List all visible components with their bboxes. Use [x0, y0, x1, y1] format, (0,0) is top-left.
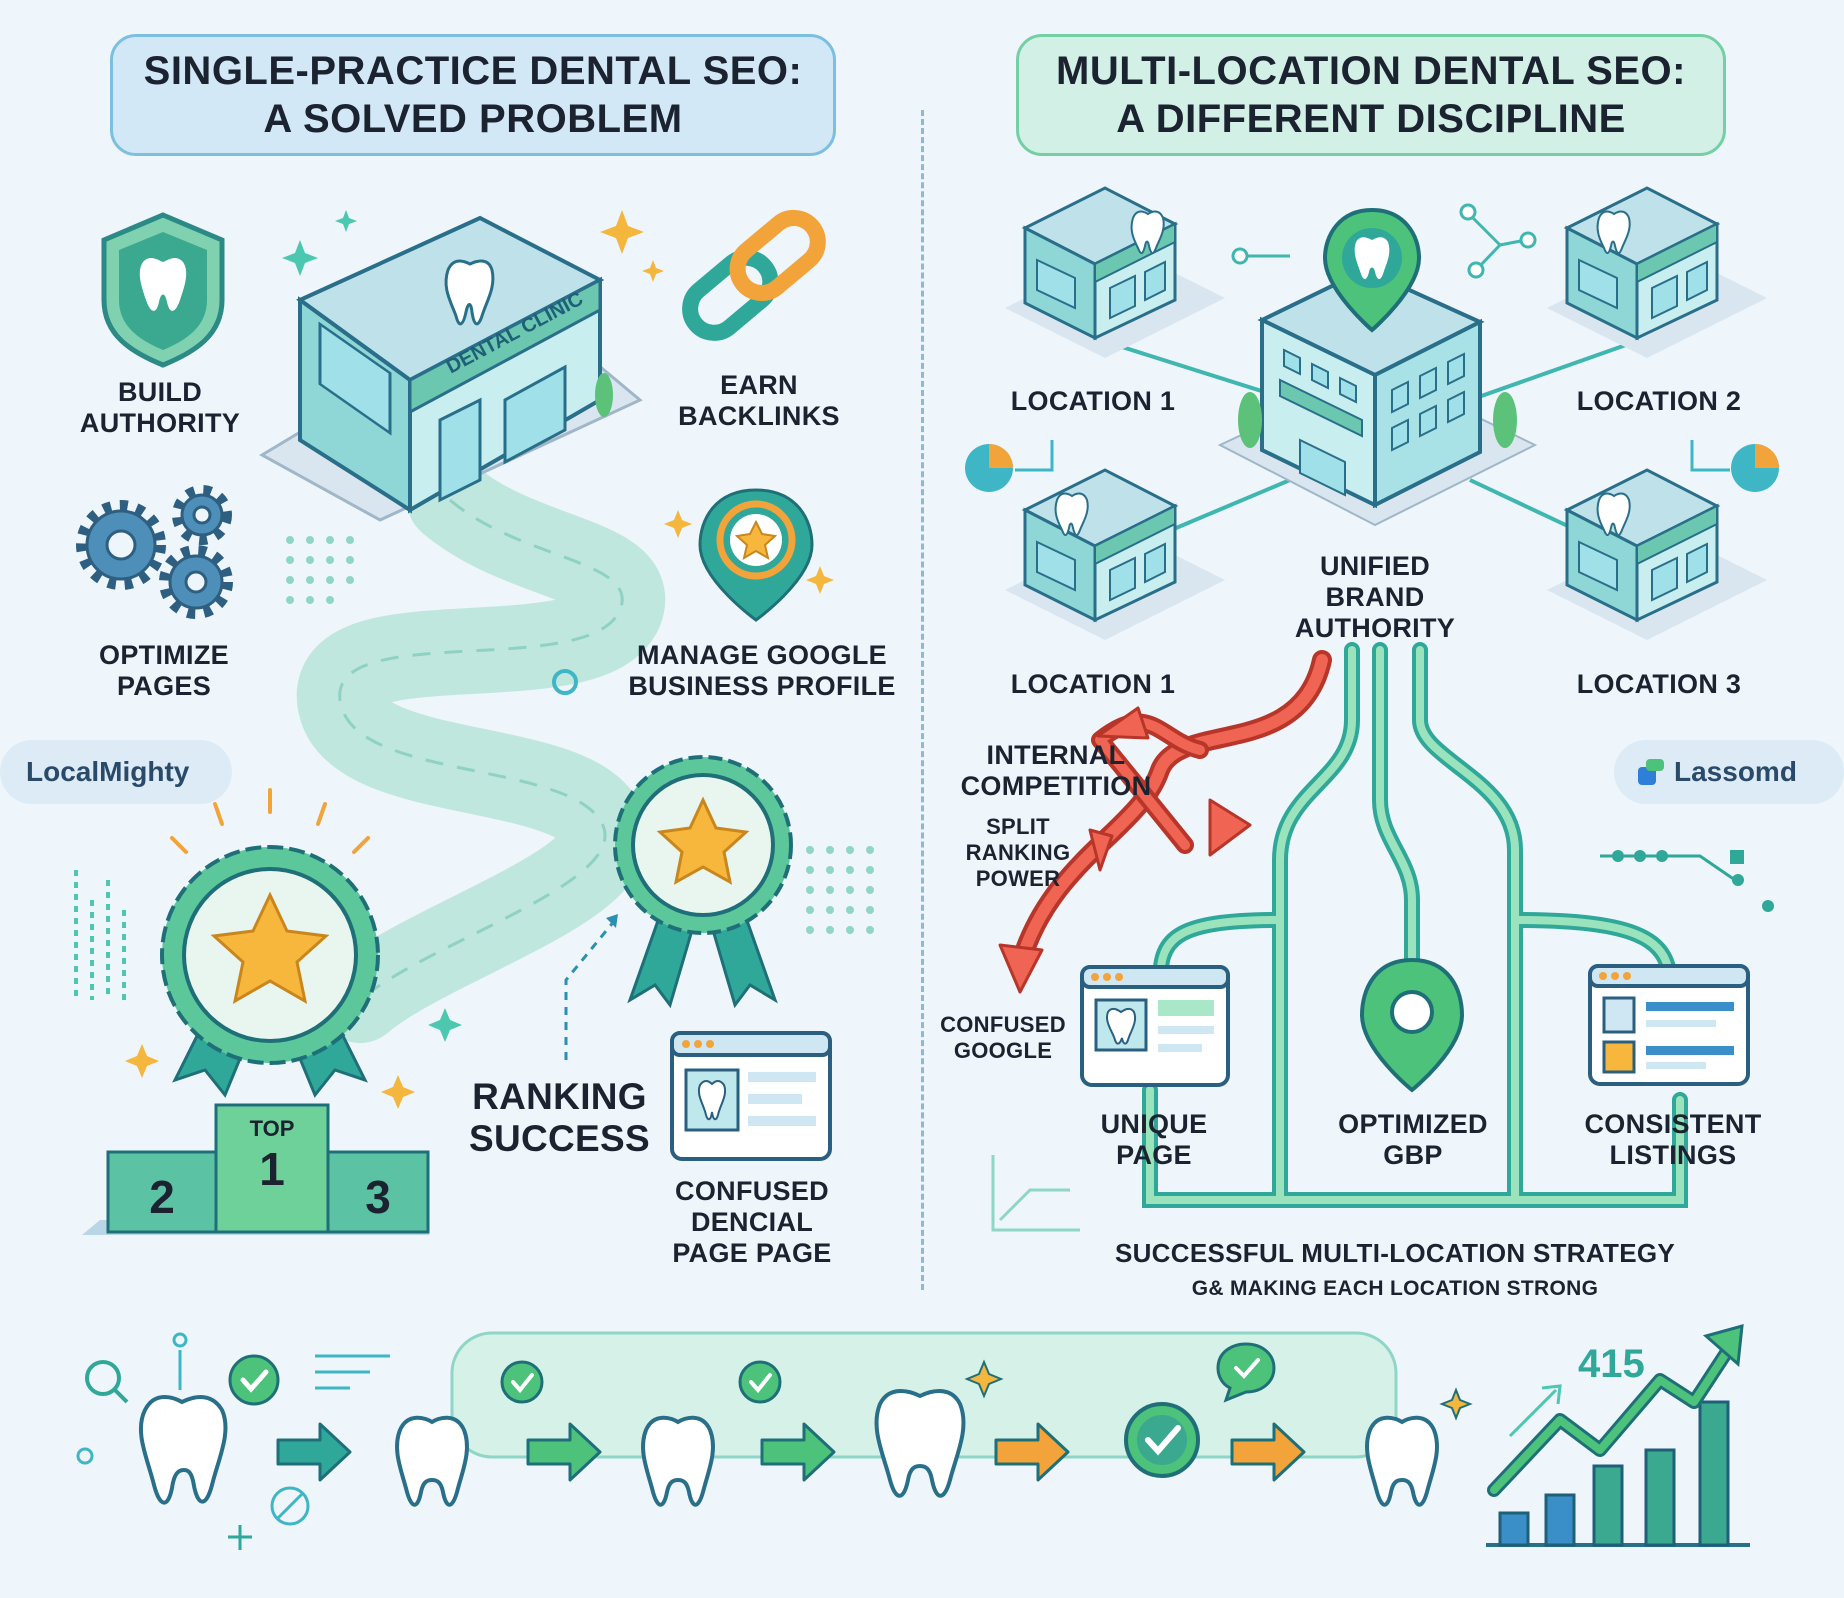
location-tl-label: LOCATION 1	[1010, 386, 1176, 416]
webpage-icon-unique	[1080, 965, 1230, 1087]
tooth-icon-2	[395, 1415, 469, 1507]
tooth-icon-1	[138, 1395, 228, 1505]
podium-first: 1	[259, 1143, 285, 1195]
brand-lassomd: Lassomd	[1614, 740, 1844, 804]
earn-backlinks-label: EARN BACKLINKS	[678, 370, 840, 431]
strategy-line1: SUCCESSFUL MULTI-LOCATION STRATEGY	[1114, 1238, 1676, 1268]
arrow-icon-4	[994, 1422, 1070, 1482]
map-pin-gbp-icon	[1359, 957, 1465, 1093]
search-icon	[85, 1360, 129, 1404]
tooth-icon-3	[641, 1415, 715, 1507]
small-chart-outline	[991, 1155, 1080, 1232]
center-divider	[921, 110, 924, 1290]
connector-dots-top	[1231, 203, 1537, 279]
pie-chart-icon-right	[1690, 440, 1779, 492]
gears-icon	[85, 493, 224, 610]
sparkle-icon-bottom-2	[1439, 1387, 1473, 1421]
tooth-sequence	[138, 1389, 1439, 1507]
arrow-icon-5	[1230, 1422, 1306, 1482]
optimized-gbp-label: OPTIMIZED GBP	[1338, 1109, 1488, 1170]
location-bl-label: LOCATION 1	[1010, 669, 1176, 699]
brand-localmighty: LocalMighty	[0, 740, 232, 804]
podium-top-label: TOP	[249, 1116, 295, 1141]
location-building-bl	[1005, 468, 1225, 640]
strategy-line2: G& MAKING EACH LOCATION STRONG	[1191, 1277, 1599, 1300]
right-title-line1: MULTI-LOCATION DENTAL SEO:	[1056, 49, 1686, 93]
flow-arrows	[276, 1422, 1306, 1482]
tooth-icon-4	[874, 1389, 966, 1498]
left-title-line1: SINGLE-PRACTICE DENTAL SEO:	[143, 49, 803, 93]
dental-clinic-building	[258, 215, 643, 522]
location-br-label: LOCATION 3	[1576, 669, 1742, 699]
check-icons	[228, 1342, 1276, 1478]
split-ranking-label: SPLIT RANKING POWER	[965, 814, 1071, 891]
left-title-box: SINGLE-PRACTICE DENTAL SEO: A SOLVED PRO…	[110, 34, 836, 156]
right-title-line2: A DIFFERENT DISCIPLINE	[1116, 97, 1626, 141]
right-title-box: MULTI-LOCATION DENTAL SEO: A DIFFERENT D…	[1016, 34, 1726, 156]
brand-localmighty-text: LocalMighty	[26, 756, 190, 787]
sparkle-icon-bottom-1	[964, 1359, 1004, 1399]
sparkle-icons	[125, 210, 834, 1109]
build-authority-label: BUILD AUTHORITY	[79, 377, 241, 438]
arrow-icon-3	[760, 1422, 836, 1482]
ring-icon	[552, 669, 578, 695]
lassomd-logo-icon	[1638, 759, 1664, 785]
listings-icon	[1588, 964, 1750, 1086]
growth-chart-icon	[1486, 1323, 1750, 1547]
connector-dots-right	[1600, 850, 1774, 912]
blocked-icon	[270, 1486, 310, 1526]
growth-number: 415	[1578, 1342, 1645, 1386]
chain-link-icon	[682, 209, 826, 341]
manage-gbp-label: MANAGE GOOGLE BUSINESS PROFILE	[628, 640, 896, 701]
map-pin-star-icon	[698, 488, 814, 622]
dot-grid	[286, 536, 874, 934]
tooth-icon-5	[1365, 1415, 1439, 1507]
internal-competition-label: INTERNAL COMPETITION	[960, 740, 1152, 801]
consistent-listings-label: CONSISTENT LISTINGS	[1584, 1109, 1762, 1170]
location-building-br	[1547, 468, 1767, 640]
arrow-icon-1	[276, 1422, 352, 1482]
bar-lines-left	[74, 870, 126, 1000]
shield-icon	[101, 212, 225, 368]
arrow-icon-2	[526, 1422, 602, 1482]
ranking-success-label: RANKING SUCCESS	[469, 1076, 650, 1159]
podium-second: 2	[149, 1171, 175, 1223]
pie-chart-icon-left	[965, 440, 1054, 492]
central-hq-building	[1217, 207, 1538, 527]
confused-page-label: CONFUSED DENCIAL PAGE PAGE	[672, 1176, 832, 1268]
unique-page-label: UNIQUE PAGE	[1100, 1109, 1208, 1170]
webpage-icon-left	[670, 1031, 832, 1161]
podium-third: 3	[365, 1171, 391, 1223]
brand-lassomd-text: Lassomd	[1674, 756, 1797, 787]
ranking-badge-small	[613, 755, 793, 1009]
location-building-tl	[1005, 186, 1225, 358]
red-arrowheads	[998, 706, 1252, 994]
unified-brand-authority-label: UNIFIED BRAND AUTHORITY	[1294, 551, 1456, 643]
podium	[82, 1103, 430, 1235]
optimize-pages-label: OPTIMIZE PAGES	[99, 640, 229, 701]
ranking-badge-large	[160, 788, 380, 1098]
location-building-tr	[1547, 186, 1767, 358]
location-tr-label: LOCATION 2	[1576, 386, 1742, 416]
left-title-line2: A SOLVED PROBLEM	[263, 97, 683, 141]
confused-google-label: CONFUSED GOOGLE	[940, 1012, 1066, 1063]
